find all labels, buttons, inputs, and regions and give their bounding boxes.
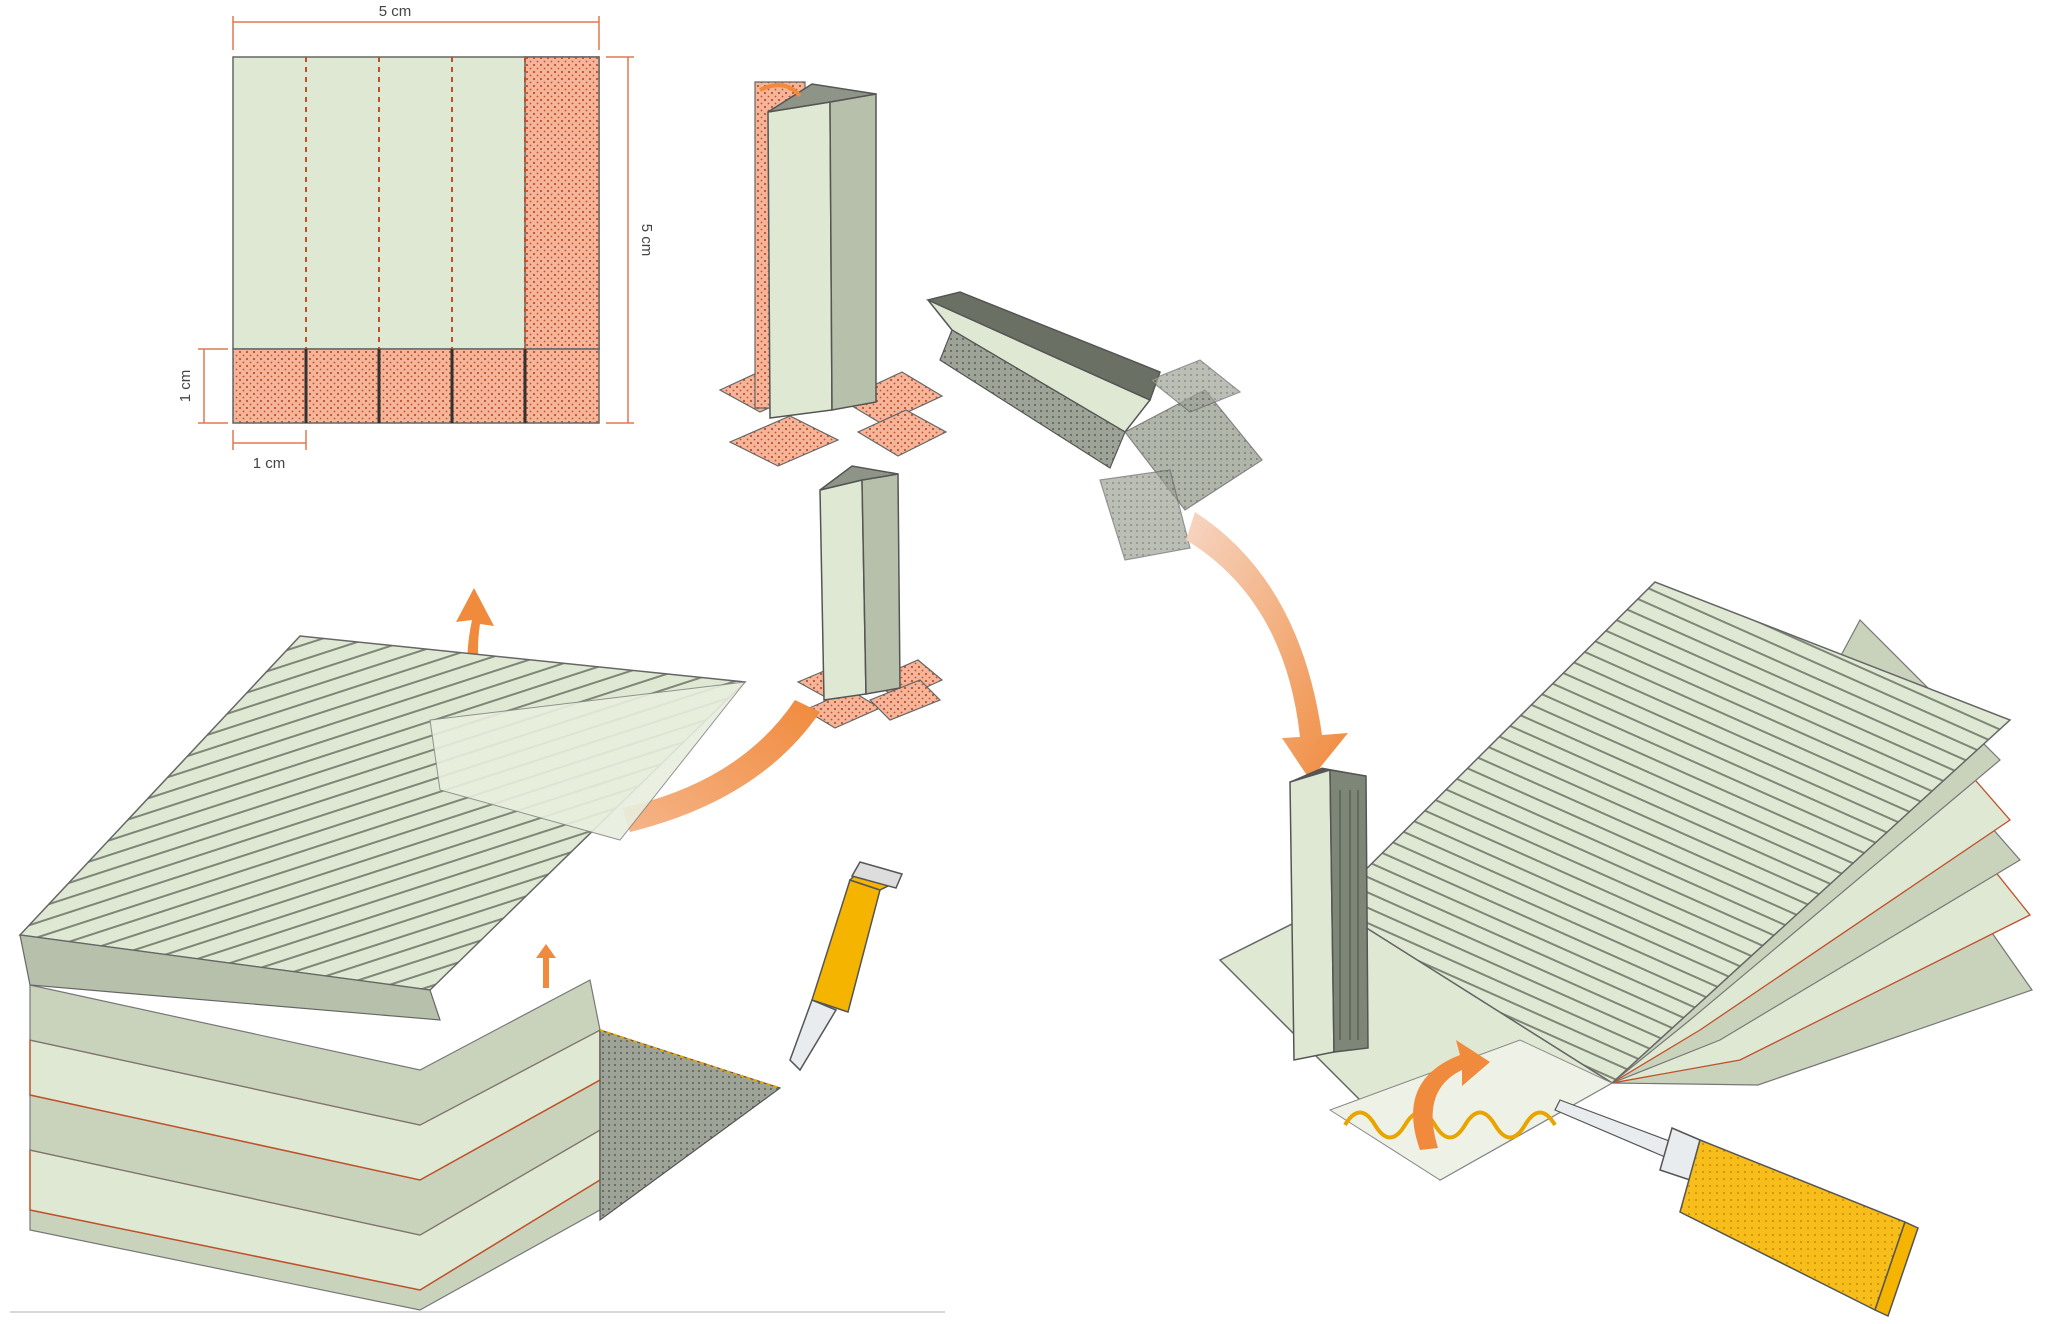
height-dimension-label: 5 cm bbox=[638, 224, 655, 257]
curved-arrow-icon bbox=[536, 944, 556, 988]
curved-arrow-icon bbox=[622, 700, 820, 832]
curved-arrow-icon bbox=[1413, 1040, 1490, 1150]
glue-tube-icon bbox=[789, 861, 904, 1072]
folded-page-stack bbox=[18, 635, 782, 1311]
small-column bbox=[796, 465, 944, 729]
curved-arrow-icon bbox=[1186, 512, 1348, 780]
glue-tube-icon bbox=[1554, 1099, 1919, 1318]
width-dimension-label: 5 cm bbox=[379, 3, 412, 20]
flat-template: 5 cm 5 cm 1 cm 1 cm bbox=[177, 3, 655, 472]
tab-height-dimension-label: 1 cm bbox=[177, 370, 194, 403]
tab-width-dimension-label: 1 cm bbox=[253, 455, 286, 472]
assembled-book-with-column bbox=[1218, 581, 2033, 1181]
folded-column-with-tabs bbox=[718, 81, 948, 467]
tilted-column bbox=[925, 291, 1263, 561]
